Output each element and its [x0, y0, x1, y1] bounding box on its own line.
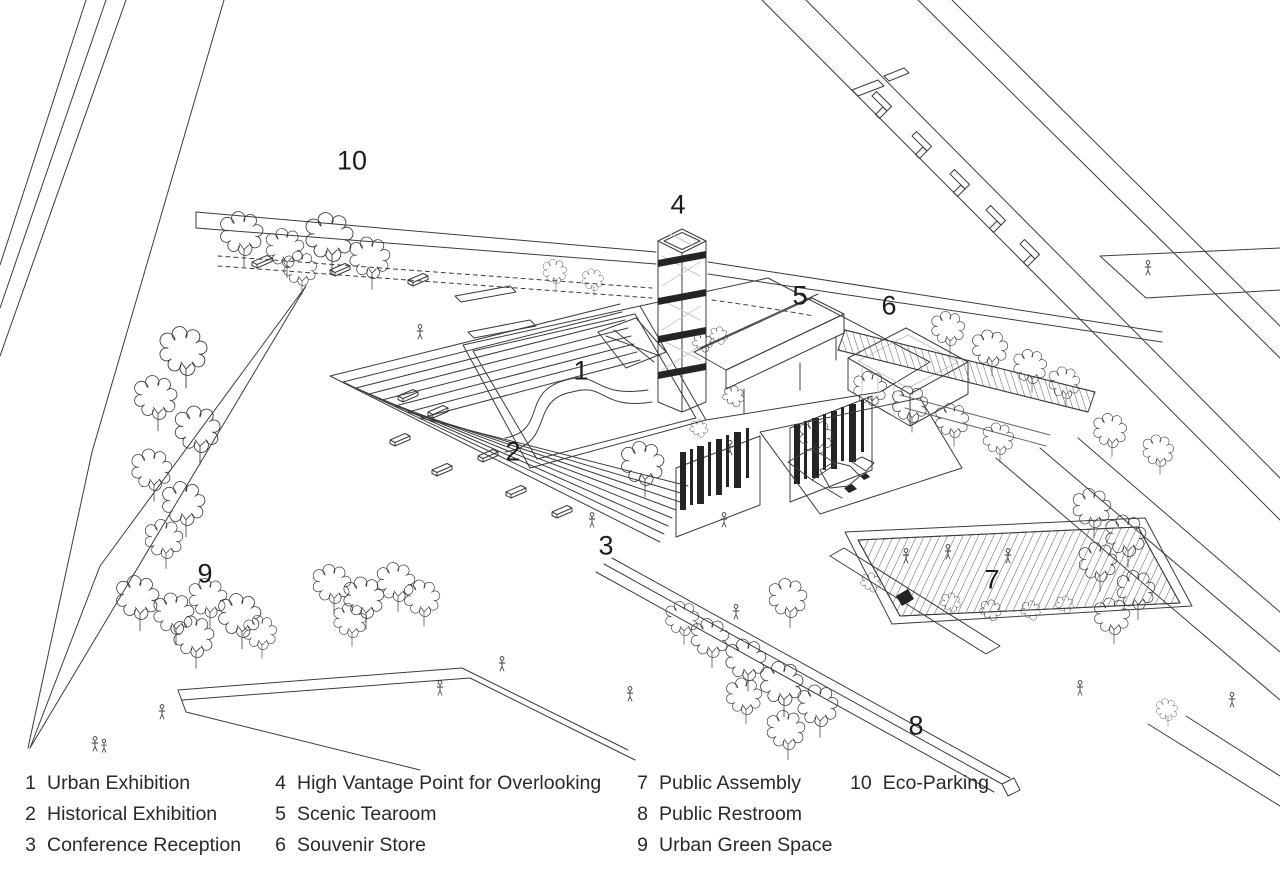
roads-layer [0, 0, 1280, 807]
courtyard [462, 277, 931, 469]
assembly-plaza [844, 517, 1193, 625]
glass-facade [675, 395, 873, 538]
trees-layer [116, 211, 1178, 760]
green-space-boundary [29, 285, 636, 771]
people-layer [91, 260, 1236, 753]
plan-marker-6: 6 [881, 290, 897, 321]
street-bench-row [851, 67, 1040, 267]
plan-marker-10: 10 [336, 145, 368, 176]
vantage-tower [657, 228, 707, 413]
plan-marker-1: 1 [573, 355, 589, 386]
plan-marker-5: 5 [792, 280, 808, 311]
plan-marker-3: 3 [598, 530, 614, 561]
plan-marker-8: 8 [908, 710, 924, 741]
terraced-steps [329, 285, 689, 543]
tearoom-bridge [692, 293, 845, 415]
plan-marker-4: 4 [670, 189, 686, 220]
eco-parking-strip [195, 211, 1163, 343]
plan-marker-9: 9 [197, 558, 213, 589]
plan-marker-7: 7 [984, 564, 1000, 595]
roof-garden [759, 397, 963, 515]
walkway-and-restroom [595, 547, 1021, 797]
stepped-ramp [837, 329, 1096, 447]
plan-marker-2: 2 [505, 436, 521, 467]
